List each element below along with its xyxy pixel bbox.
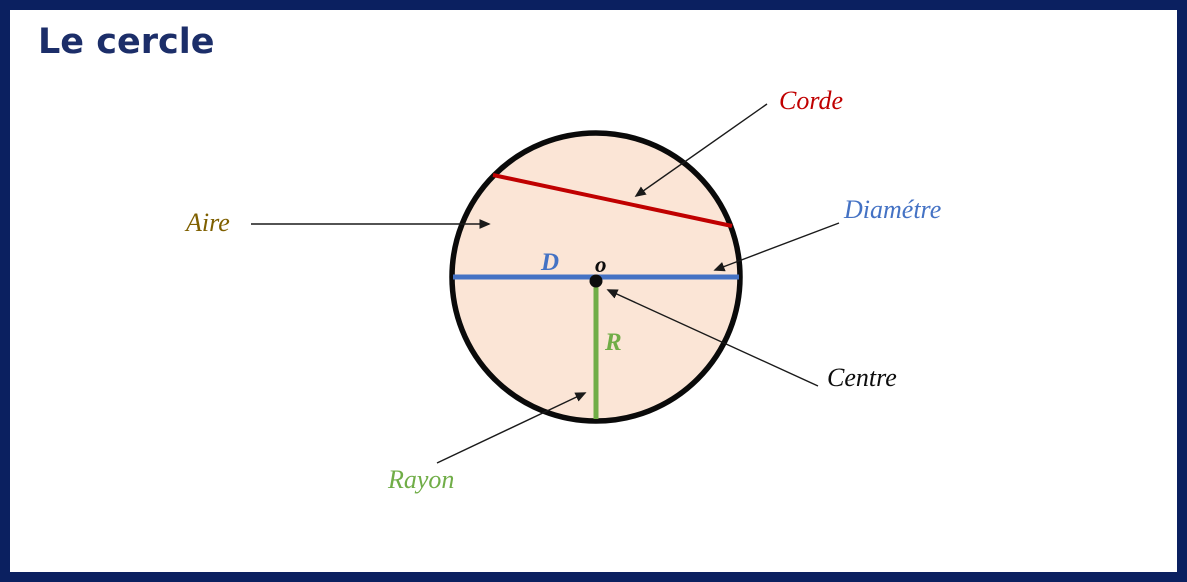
diametre-arrow bbox=[713, 222, 840, 272]
diametre-label: Diamétre bbox=[844, 195, 942, 224]
centre-arrow bbox=[606, 289, 819, 387]
rayon-label: Rayon bbox=[388, 465, 455, 494]
corde-label: Corde bbox=[779, 86, 844, 115]
circle-diagram bbox=[251, 103, 840, 464]
center-symbol-label: o bbox=[595, 252, 607, 277]
corde-arrow bbox=[634, 103, 768, 197]
chord-line bbox=[492, 173, 733, 228]
diameter-symbol-label: D bbox=[541, 249, 560, 276]
radius-symbol-label: R bbox=[605, 329, 622, 356]
centre-label: Centre bbox=[827, 363, 897, 392]
page-title: Le cercle bbox=[38, 22, 215, 62]
rayon-arrow bbox=[436, 392, 587, 464]
aire-label: Aire bbox=[186, 208, 230, 237]
center-dot bbox=[589, 274, 603, 288]
